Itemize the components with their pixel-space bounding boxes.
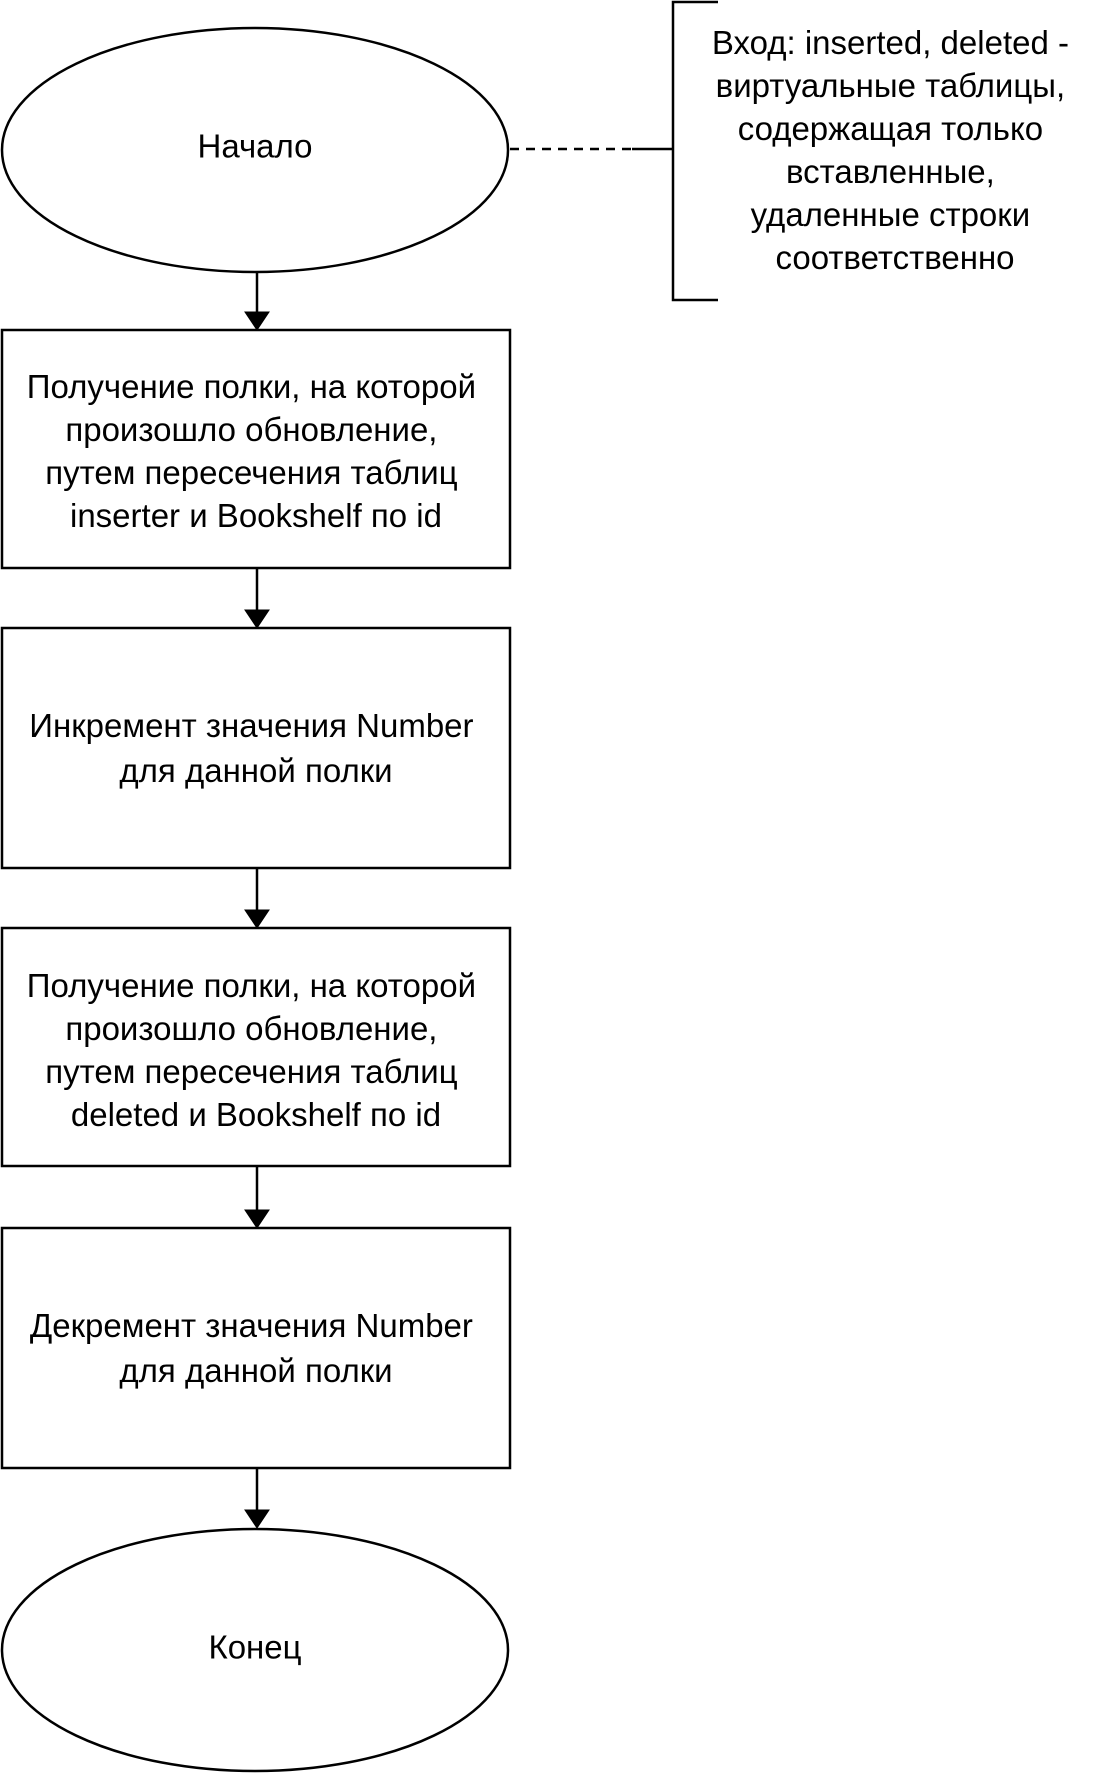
process-step-2-text: Инкремент значения Number для данной пол…: [29, 707, 482, 789]
process-step-1: [0, 328, 512, 570]
process-step-3-line: путем пересечения таблиц: [45, 1053, 457, 1090]
end-label: Конец: [208, 1629, 301, 1666]
annotation-line: содержащая только: [738, 110, 1043, 147]
process-step-3-line: deleted и Bookshelf по id: [71, 1096, 441, 1133]
end-terminator: [0, 1527, 510, 1773]
process-step-4-line: Декремент значения Number: [30, 1307, 473, 1344]
process-step-1-line: Получение полки, на которой: [27, 368, 476, 405]
annotation-line: виртуальные таблицы,: [716, 67, 1065, 104]
arrowhead: [244, 1509, 270, 1529]
arrowhead: [244, 1209, 270, 1229]
arrowhead: [244, 609, 270, 629]
process-step-4-text: Декремент значения Number для данной пол…: [30, 1307, 482, 1389]
process-step-1-text: Получение полки, на которой произошло об…: [27, 368, 485, 534]
process-step-2: [0, 626, 512, 870]
annotation-text: Вход: inserted, deleted - виртуальные та…: [712, 24, 1078, 276]
annotation-line: соответственно: [775, 239, 1014, 276]
process-step-2-line: Инкремент значения Number: [29, 707, 473, 744]
arrowhead: [244, 311, 270, 331]
process-step-1-line: произошло обновление,: [65, 411, 437, 448]
annotation-bracket: [671, 0, 718, 302]
process-step-3-text: Получение полки, на которой произошло об…: [27, 967, 485, 1133]
process-step-4-line: для данной полки: [119, 1352, 392, 1389]
start-terminator: [0, 26, 510, 274]
process-step-3-line: произошло обновление,: [65, 1010, 437, 1047]
process-step-1-line: inserter и Bookshelf по id: [70, 497, 442, 534]
annotation-line: вставленные,: [786, 153, 995, 190]
process-step-3-line: Получение полки, на которой: [27, 967, 476, 1004]
process-step-3: [0, 926, 512, 1168]
start-label: Начало: [198, 128, 313, 165]
process-step-4: [0, 1226, 512, 1470]
process-step-2-line: для данной полки: [119, 752, 392, 789]
annotation-line: удаленные строки: [751, 196, 1031, 233]
arrowhead: [244, 909, 270, 929]
annotation-line: Вход: inserted, deleted -: [712, 24, 1069, 61]
process-step-1-line: путем пересечения таблиц: [45, 454, 457, 491]
